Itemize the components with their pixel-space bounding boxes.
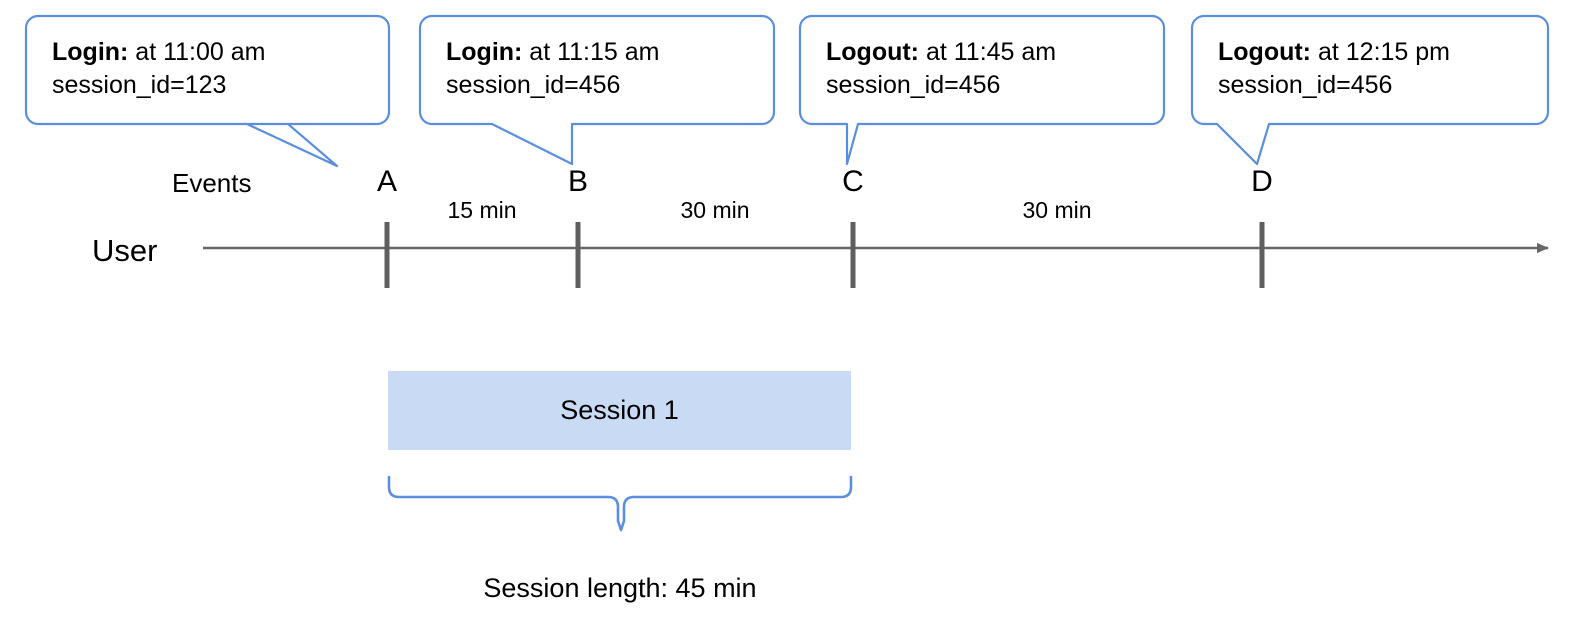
tick-label-a: A bbox=[376, 165, 397, 198]
callout-4-label: Logout: bbox=[1218, 38, 1312, 66]
callout-1-line2: session_id=123 bbox=[52, 71, 227, 99]
session-brace bbox=[387, 475, 853, 532]
tick-label-b: B bbox=[567, 165, 588, 198]
callout-1-label: Login: bbox=[52, 38, 129, 66]
callout-bubble-3 bbox=[798, 14, 1166, 166]
session-box: Session 1 bbox=[388, 371, 851, 450]
callout-bubble-2 bbox=[418, 14, 776, 166]
callout-1-detail: at 11:00 am bbox=[128, 38, 266, 66]
callout-3-line2: session_id=456 bbox=[826, 71, 1001, 99]
interval-label-c-d: 30 min bbox=[1022, 197, 1092, 223]
session-length-caption: Session length: 45 min bbox=[483, 573, 757, 603]
interval-label-b-c: 30 min bbox=[680, 197, 750, 223]
callout-bubble-1 bbox=[24, 14, 391, 168]
callout-3-text: Logout: at 11:45 am session_id=456 bbox=[826, 36, 1056, 102]
callout-bubble-4 bbox=[1190, 14, 1550, 166]
interval-label-a-b: 15 min bbox=[447, 197, 517, 223]
session-box-label: Session 1 bbox=[560, 395, 679, 425]
callout-2-label: Login: bbox=[446, 38, 523, 66]
events-row-label: Events bbox=[172, 168, 252, 198]
callout-1-text: Login: at 11:00 am session_id=123 bbox=[52, 36, 265, 102]
callout-4-detail: at 12:15 pm bbox=[1311, 38, 1450, 66]
user-row-label: User bbox=[92, 233, 158, 268]
tick-label-d: D bbox=[1251, 165, 1273, 198]
tick-label-c: C bbox=[842, 165, 864, 198]
callout-3-label: Logout: bbox=[826, 38, 920, 66]
callout-4-line2: session_id=456 bbox=[1218, 71, 1393, 99]
callout-2-text: Login: at 11:15 am session_id=456 bbox=[446, 36, 659, 102]
callout-2-detail: at 11:15 am bbox=[522, 38, 660, 66]
callout-3-detail: at 11:45 am bbox=[919, 38, 1057, 66]
callout-2-line2: session_id=456 bbox=[446, 71, 621, 99]
callout-4-text: Logout: at 12:15 pm session_id=456 bbox=[1218, 36, 1450, 102]
